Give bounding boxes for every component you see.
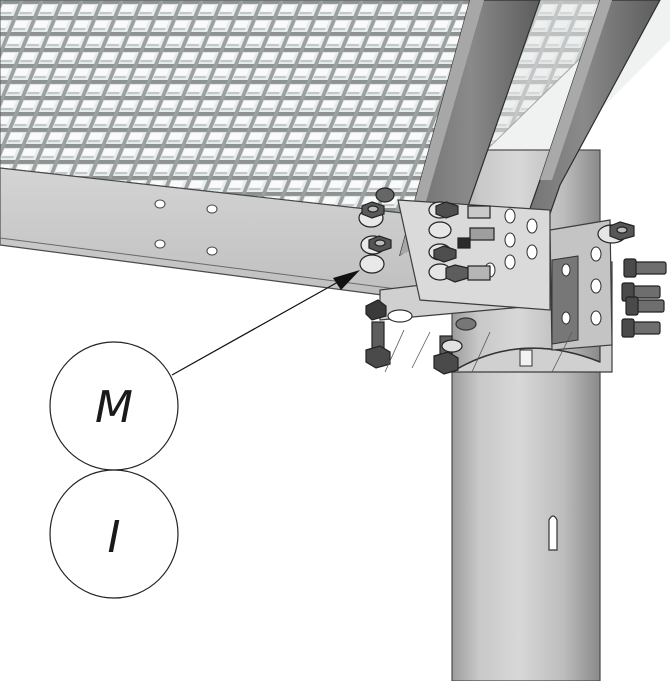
callout-lower-label: I xyxy=(108,512,121,563)
side-clamp-plate xyxy=(549,219,613,351)
callout-leader xyxy=(171,270,360,376)
gusset-fasteners xyxy=(428,201,495,283)
right-bolts xyxy=(597,221,667,338)
bracket-guide-lines xyxy=(384,329,573,373)
callout-upper-label: M xyxy=(95,382,133,433)
bottom-bolts xyxy=(365,299,463,375)
rail-fasteners xyxy=(358,187,395,274)
callout-lower-circle xyxy=(49,469,179,599)
callout-upper: M xyxy=(49,341,179,471)
rail-holes xyxy=(154,199,218,256)
callout-lower: I xyxy=(49,469,179,599)
